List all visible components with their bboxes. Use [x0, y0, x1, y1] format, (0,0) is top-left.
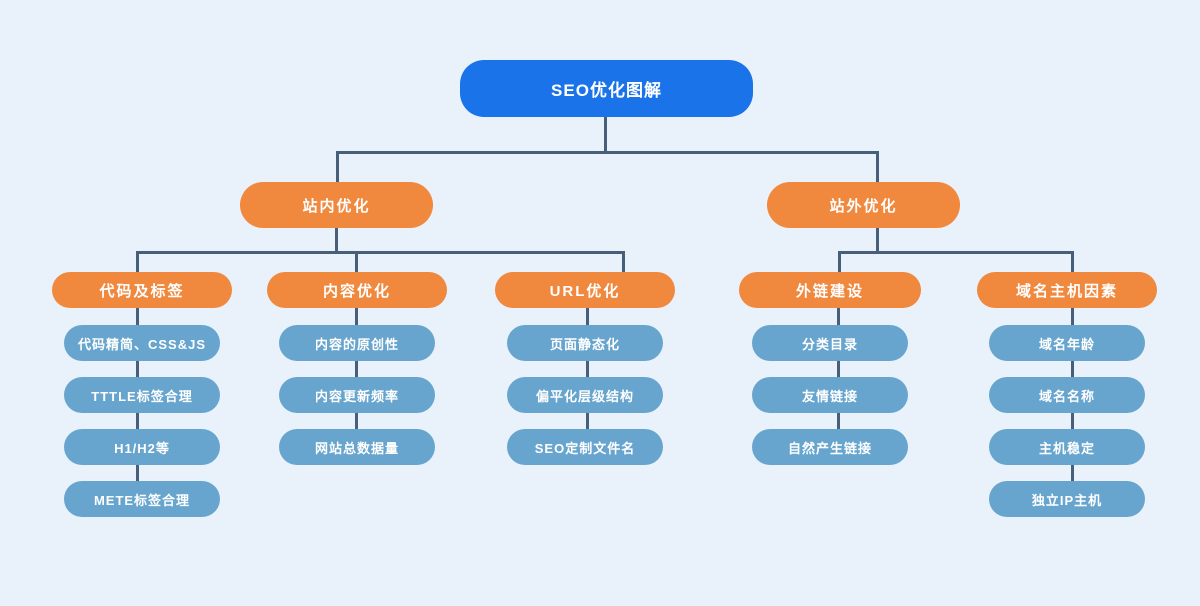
connector-top-horizontal: [336, 151, 879, 154]
leaf-node: 网站总数据量: [279, 429, 435, 465]
connector-drop-external-links: [838, 252, 841, 272]
leaf-node: 分类目录: [752, 325, 908, 361]
leaf-node: METE标签合理: [64, 481, 220, 517]
leaf-node: 偏平化层级结构: [507, 377, 663, 413]
leaf-node-label: 网站总数据量: [314, 440, 399, 456]
leaf-node-label: TTTLE标签合理: [91, 388, 193, 404]
category-node-label: 内容优化: [322, 282, 391, 300]
leaf-node: SEO定制文件名: [507, 429, 663, 465]
leaf-node: 代码精简、CSS&JS: [64, 325, 220, 361]
leaf-node: 友情链接: [752, 377, 908, 413]
connector-onsite-stem: [335, 228, 338, 254]
leaf-node-label: 内容更新频率: [314, 388, 399, 404]
connector-drop-onsite: [336, 152, 339, 182]
leaf-node: 域名年龄: [989, 325, 1145, 361]
leaf-node-label: 域名名称: [1038, 388, 1095, 404]
category-node-label: 域名主机因素: [1015, 282, 1118, 300]
branch-node-offsite-optimization: 站外优化: [767, 182, 960, 228]
root-node: SEO优化图解: [460, 60, 753, 117]
branch-node-label: 站外优化: [829, 197, 898, 215]
category-node-domain-host: 域名主机因素: [977, 272, 1157, 308]
connector-drop-domain-host: [1071, 252, 1074, 272]
leaf-node: 自然产生链接: [752, 429, 908, 465]
leaf-node-label: 域名年龄: [1038, 336, 1095, 352]
leaf-node-label: 页面静态化: [549, 336, 620, 352]
leaf-node: 域名名称: [989, 377, 1145, 413]
connector-left-horizontal: [136, 251, 625, 254]
leaf-node: 页面静态化: [507, 325, 663, 361]
connector-column-url: [586, 308, 589, 432]
leaf-node: TTTLE标签合理: [64, 377, 220, 413]
connector-column-external-links: [837, 308, 840, 432]
connector-right-horizontal: [838, 251, 1074, 254]
leaf-node-label: 偏平化层级结构: [535, 388, 634, 404]
leaf-node: 内容更新频率: [279, 377, 435, 413]
leaf-node-label: 内容的原创性: [314, 336, 399, 352]
leaf-node-label: 友情链接: [801, 388, 858, 404]
connector-drop-content: [355, 252, 358, 272]
leaf-node: 独立IP主机: [989, 481, 1145, 517]
connector-offsite-stem: [876, 228, 879, 254]
leaf-node-label: H1/H2等: [114, 440, 170, 456]
leaf-node-label: 自然产生链接: [787, 440, 872, 456]
leaf-node-label: SEO定制文件名: [534, 440, 636, 456]
connector-column-content: [355, 308, 358, 432]
branch-node-label: 站内优化: [302, 197, 371, 215]
leaf-node-label: 主机稳定: [1038, 440, 1095, 456]
category-node-external-links: 外链建设: [739, 272, 921, 308]
branch-node-onsite-optimization: 站内优化: [240, 182, 433, 228]
root-node-label: SEO优化图解: [551, 81, 662, 100]
leaf-node-label: 独立IP主机: [1031, 492, 1103, 508]
category-node-label: 代码及标签: [99, 282, 185, 300]
category-node-code-tags: 代码及标签: [52, 272, 232, 308]
leaf-node: 内容的原创性: [279, 325, 435, 361]
leaf-node: 主机稳定: [989, 429, 1145, 465]
leaf-node-label: 代码精简、CSS&JS: [77, 336, 207, 352]
connector-root-stem: [604, 117, 607, 153]
connector-drop-offsite: [876, 152, 879, 182]
category-node-label: 外链建设: [795, 282, 864, 300]
leaf-node-label: METE标签合理: [93, 492, 191, 508]
connector-drop-url: [622, 252, 625, 272]
connector-drop-code-tags: [136, 252, 139, 272]
leaf-node-label: 分类目录: [801, 336, 858, 352]
category-node-label: URL优化: [549, 282, 621, 300]
category-node-content: 内容优化: [267, 272, 447, 308]
leaf-node: H1/H2等: [64, 429, 220, 465]
category-node-url: URL优化: [495, 272, 675, 308]
